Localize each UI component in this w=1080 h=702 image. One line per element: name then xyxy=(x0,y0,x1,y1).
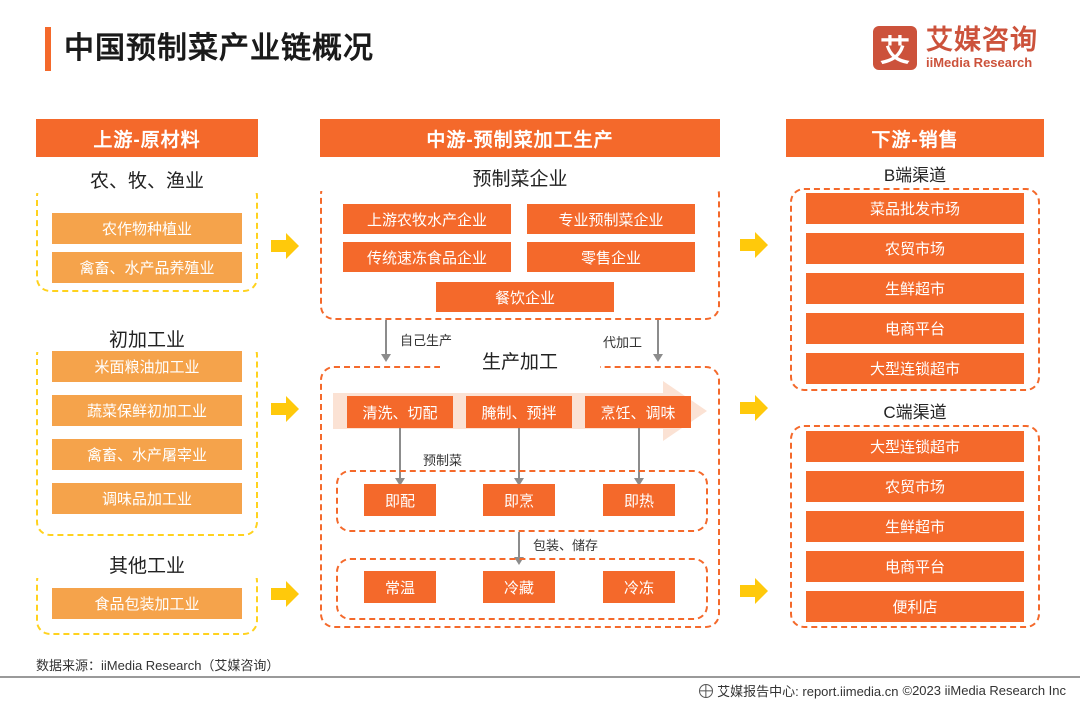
logo-english-name: iiMedia Research xyxy=(926,55,1033,70)
logo-chinese-name: 艾媒咨询 xyxy=(926,25,1038,55)
midstream-enterprise-catering: 餐饮企业 xyxy=(436,282,614,312)
connector-step3-to-ready-arrowhead xyxy=(634,478,644,486)
connector-ready-to-storage-arrowhead xyxy=(514,557,524,565)
process-step-cook-season: 烹饪、调味 xyxy=(585,396,691,428)
upstream-group-primary-processing-label: 初加工业 xyxy=(36,330,258,352)
upstream-item-slaughter: 禽畜、水产屠宰业 xyxy=(52,439,242,470)
downstream-group-c-channel-label: C端渠道 xyxy=(790,402,1040,424)
arrow-midstream-to-downstream-1 xyxy=(740,232,768,258)
downstream-c-ecommerce: 电商平台 xyxy=(806,551,1024,582)
upstream-item-vegetable-preservation: 蔬菜保鲜初加工业 xyxy=(52,395,242,426)
arrow-midstream-to-downstream-2 xyxy=(740,395,768,421)
downstream-group-b-channel xyxy=(790,188,1040,391)
upstream-header: 上游-原材料 xyxy=(36,119,258,157)
downstream-c-convenience-store: 便利店 xyxy=(806,591,1024,622)
globe-icon xyxy=(699,683,714,698)
storage-type-frozen: 冷冻 xyxy=(603,571,675,603)
packaging-storage-label: 包装、储存 xyxy=(530,535,602,554)
downstream-b-chain-supermarket: 大型连锁超市 xyxy=(806,353,1024,384)
ready-meal-label: 预制菜 xyxy=(420,450,466,469)
connector-oem-arrowhead xyxy=(653,354,663,362)
midstream-header: 中游-预制菜加工生产 xyxy=(320,119,720,157)
upstream-item-livestock-aquaculture: 禽畜、水产品养殖业 xyxy=(52,252,242,283)
connector-step3-to-ready-line xyxy=(638,428,640,480)
ready-type-instant-prep: 即配 xyxy=(364,484,436,516)
arrow-upstream-to-midstream-2 xyxy=(271,396,299,422)
connector-step1-to-ready-line xyxy=(399,428,401,480)
midstream-enterprise-professional: 专业预制菜企业 xyxy=(527,204,695,234)
midstream-group-ready-types xyxy=(336,470,708,532)
connector-ready-to-storage-line xyxy=(518,532,520,559)
arrow-midstream-to-downstream-3 xyxy=(740,578,768,604)
downstream-c-fresh-supermarket: 生鲜超市 xyxy=(806,511,1024,542)
data-source-note: 数据来源：iiMedia Research（艾媒咨询） xyxy=(36,658,280,673)
connector-oem-label: 代加工 xyxy=(600,332,646,351)
connector-oem-line xyxy=(657,320,659,356)
midstream-enterprise-frozen-food: 传统速冻食品企业 xyxy=(343,242,511,272)
downstream-c-chain-supermarket: 大型连锁超市 xyxy=(806,431,1024,462)
midstream-group-production-label: 生产加工 xyxy=(440,352,600,374)
arrow-upstream-to-midstream-3 xyxy=(271,581,299,607)
ready-type-instant-cook: 即烹 xyxy=(483,484,555,516)
midstream-group-enterprises-label: 预制菜企业 xyxy=(320,169,720,191)
upstream-item-condiment: 调味品加工业 xyxy=(52,483,242,514)
connector-self-production-line xyxy=(385,320,387,356)
midstream-enterprise-retail: 零售企业 xyxy=(527,242,695,272)
connector-step2-to-ready-line xyxy=(518,428,520,480)
upstream-item-crop-planting: 农作物种植业 xyxy=(52,213,242,244)
report-center-link[interactable]: 艾媒报告中心: report.iimedia.cn xyxy=(717,684,899,699)
downstream-group-c-channel xyxy=(790,425,1040,628)
upstream-item-grain-oil: 米面粮油加工业 xyxy=(52,351,242,382)
downstream-group-b-channel-label: B端渠道 xyxy=(790,165,1040,187)
logo-mark-icon: 艾 xyxy=(873,26,917,70)
storage-type-ambient: 常温 xyxy=(364,571,436,603)
upstream-item-food-packaging: 食品包装加工业 xyxy=(52,588,242,619)
storage-type-refrigerated: 冷藏 xyxy=(483,571,555,603)
logo-text: 艾媒咨询 iiMedia Research xyxy=(926,25,1038,71)
connector-step2-to-ready-arrowhead xyxy=(514,478,524,486)
title-accent-bar xyxy=(45,27,51,71)
downstream-b-fresh-supermarket: 生鲜超市 xyxy=(806,273,1024,304)
footer-info: 艾媒报告中心: report.iimedia.cn ©2023 iiMedia … xyxy=(699,681,1066,700)
upstream-group-other-industry-label: 其他工业 xyxy=(36,556,258,578)
footer-divider xyxy=(0,676,1080,678)
brand-logo: 艾 艾媒咨询 iiMedia Research xyxy=(873,26,1038,70)
process-step-wash-cut: 清洗、切配 xyxy=(347,396,453,428)
copyright-text: ©2023 iiMedia Research Inc xyxy=(902,683,1067,698)
page-header: 中国预制菜产业链概况 艾 艾媒咨询 iiMedia Research xyxy=(0,0,1080,100)
process-step-marinate-premix: 腌制、预拌 xyxy=(466,396,572,428)
connector-self-production-arrowhead xyxy=(381,354,391,362)
connector-self-production-label: 自己生产 xyxy=(397,330,456,349)
downstream-b-ecommerce: 电商平台 xyxy=(806,313,1024,344)
midstream-group-storage xyxy=(336,558,708,620)
page-title: 中国预制菜产业链概况 xyxy=(64,32,374,65)
connector-step1-to-ready-arrowhead xyxy=(395,478,405,486)
downstream-b-wholesale-market: 菜品批发市场 xyxy=(806,193,1024,224)
upstream-group-agriculture-label: 农、牧、渔业 xyxy=(36,171,258,193)
downstream-c-farmers-market: 农贸市场 xyxy=(806,471,1024,502)
ready-type-instant-heat: 即热 xyxy=(603,484,675,516)
arrow-upstream-to-midstream-1 xyxy=(271,233,299,259)
downstream-header: 下游-销售 xyxy=(786,119,1044,157)
midstream-enterprise-upstream-agri: 上游农牧水产企业 xyxy=(343,204,511,234)
downstream-b-farmers-market: 农贸市场 xyxy=(806,233,1024,264)
